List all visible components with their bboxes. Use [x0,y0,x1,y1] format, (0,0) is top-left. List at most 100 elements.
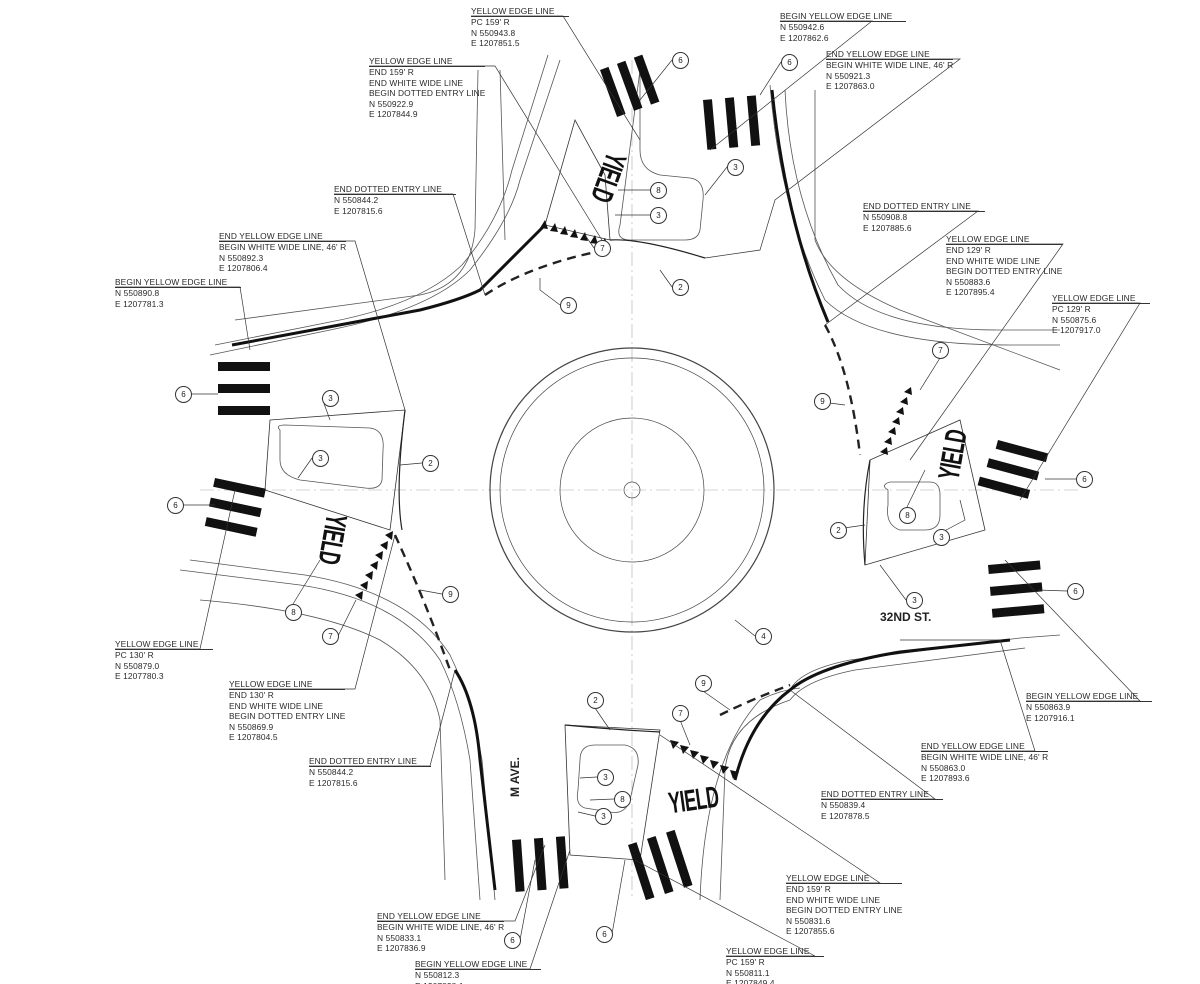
callout-line: E 1207781.3 [115,298,164,309]
note-marker: 6 [504,932,521,949]
note-marker: 9 [695,675,712,692]
callout-line: BEGIN DOTTED ENTRY LINE [369,88,486,99]
callout-line: E 1207806.4 [219,263,268,274]
note-marker: 2 [587,692,604,709]
callout-line: N 550863.9 [1026,702,1071,713]
callout-line: E 1207851.5 [471,38,520,49]
callout-line: E 1207863.0 [826,81,875,92]
street-label-32nd-st: 32ND ST. [880,610,932,624]
callout-line: N 550892.3 [219,252,264,263]
callout-title: YELLOW EDGE LINE [786,873,903,885]
callout-title: YELLOW EDGE LINE [471,6,569,18]
note-marker: 8 [899,507,916,524]
callout-line: N 550890.8 [115,288,160,299]
callout-line: E 1207804.5 [229,732,278,743]
yield-line-triangles [355,220,912,779]
note-marker: 2 [672,279,689,296]
callout-line: BEGIN WHITE WIDE LINE, 46' R [219,242,347,253]
callout-line: N 550839.4 [821,800,866,811]
callout-line: N 550811.1 [726,967,770,978]
note-marker: 6 [781,54,798,71]
callout-title: YELLOW EDGE LINE [946,234,1063,246]
note-marker: 6 [672,52,689,69]
note-marker: 7 [672,705,689,722]
callout-title: END YELLOW EDGE LINE [377,911,505,923]
callout-line: PC 129' R [1052,304,1091,315]
note-marker: 3 [322,390,339,407]
callout-line: N 550943.8 [471,27,516,38]
callout-line: E 1207916.1 [1026,712,1075,723]
callout-line: N 550875.6 [1052,314,1097,325]
callout-title: END YELLOW EDGE LINE [826,49,954,61]
callout-line: E 1207844.9 [369,109,418,120]
callout-title: END DOTTED ENTRY LINE [821,789,943,801]
callout-title: END DOTTED ENTRY LINE [309,756,431,768]
note-marker: 7 [322,628,339,645]
callout-line: BEGIN DOTTED ENTRY LINE [229,711,346,722]
note-marker: 6 [1067,583,1084,600]
callout-line: END 159' R [369,67,414,78]
crosswalk-bars [204,54,1049,901]
note-marker: 6 [1076,471,1093,488]
note-marker: 2 [422,455,439,472]
callout-title: YELLOW EDGE LINE [229,679,346,691]
callout-line: N 550869.9 [229,721,274,732]
note-marker: 9 [814,393,831,410]
callout-line: N 550833.1 [377,932,422,943]
note-marker: 7 [594,240,611,257]
callout-line: BEGIN WHITE WIDE LINE, 46' R [377,922,505,933]
callout-line: E 1207893.6 [921,773,970,784]
note-marker: 8 [285,604,302,621]
callout-line: PC 130' R [115,650,154,661]
note-marker: 3 [906,592,923,609]
leader-lines [115,15,1141,970]
callout-line: N 550863.0 [921,762,966,773]
note-marker: 3 [597,769,614,786]
callout-title: END DOTTED ENTRY LINE [334,184,456,196]
callout-line: E 1207815.6 [309,777,358,788]
callout-title: BEGIN YELLOW EDGE LINE [780,11,907,23]
note-marker: 6 [175,386,192,403]
callout-line: BEGIN WHITE WIDE LINE, 46' R [826,60,954,71]
callout-line: N 550844.2 [334,195,379,206]
callout-line: END 159' R [786,884,831,895]
callout-title: YELLOW EDGE LINE [726,946,824,958]
callout-line: PC 159' R [726,957,765,968]
note-marker: 6 [167,497,184,514]
callout-line: E 1207838.1 [415,981,541,984]
callout-line: N 550921.3 [826,70,871,81]
callout-title: YELLOW EDGE LINE [1052,293,1150,305]
callout-title: YELLOW EDGE LINE [369,56,486,68]
callout-line: BEGIN WHITE WIDE LINE, 46' R [921,752,1049,763]
curb-lines [179,54,1080,901]
callout-line: E 1207885.6 [863,222,912,233]
callout-line: N 550922.9 [369,98,414,109]
callout-line: N 550879.0 [115,660,160,671]
callout-line: PC 159' R [471,17,510,28]
dotted-entry-lines [393,248,862,717]
callout-line: END 130' R [229,690,274,701]
callout-line: END 129' R [946,245,991,256]
note-marker: 3 [727,159,744,176]
note-marker: 3 [312,450,329,467]
note-marker: 9 [442,586,459,603]
callout-line: E 1207895.4 [946,287,995,298]
callout-line: E 1207780.3 [115,671,164,682]
callout-line: E 1207855.6 [786,926,835,937]
